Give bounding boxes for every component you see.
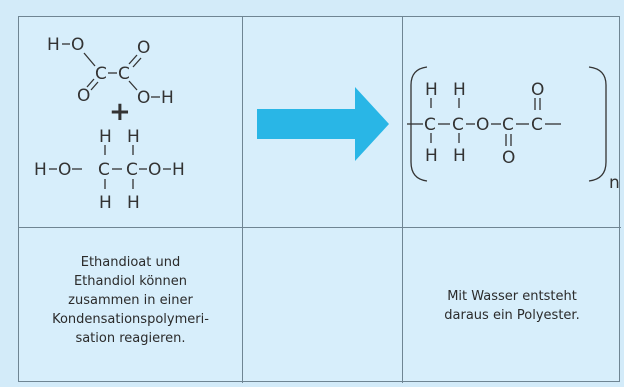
atom-h: H xyxy=(453,80,466,100)
atom-h: H xyxy=(47,35,60,55)
atom-o: O xyxy=(531,80,544,100)
bond-double xyxy=(86,78,95,88)
arrow-cell xyxy=(243,17,403,228)
caption-product: Mit Wasser entsteht daraus ein Polyester… xyxy=(444,288,580,323)
atom-o: O xyxy=(58,160,71,180)
atom-o: O xyxy=(502,148,515,168)
bond xyxy=(128,80,138,91)
atom-h: H xyxy=(425,80,438,100)
atom-h: H xyxy=(127,127,140,147)
atom-o: O xyxy=(71,35,84,55)
caption-middle-cell xyxy=(243,228,403,383)
bond xyxy=(83,52,96,67)
bond-double xyxy=(132,57,142,68)
atom-c: C xyxy=(502,115,514,135)
atom-o: O xyxy=(476,115,489,135)
polyester-structure: H H C C O C C H H O xyxy=(407,66,620,193)
bond-double xyxy=(90,81,99,91)
caption-right-cell: Mit Wasser entsteht daraus ein Polyester… xyxy=(403,228,621,383)
atom-h: H xyxy=(127,193,140,213)
atom-c: C xyxy=(531,115,543,135)
repeat-subscript: n xyxy=(609,173,620,193)
caption-reactants: Ethandioat und Ethandiol können zusammen… xyxy=(52,255,209,346)
atom-c: C xyxy=(98,160,110,180)
atom-h: H xyxy=(453,146,466,166)
atom-c: C xyxy=(95,64,107,84)
atom-c: C xyxy=(118,64,130,84)
atom-o: O xyxy=(77,86,90,106)
atom-o: O xyxy=(137,38,150,58)
atom-c: C xyxy=(126,160,138,180)
ethandioat-molecule: H O C O C O O H xyxy=(47,35,174,108)
bond-double xyxy=(128,54,138,65)
atom-o: O xyxy=(137,88,150,108)
bracket-right xyxy=(588,66,607,182)
atom-h: H xyxy=(161,88,174,108)
ethandiol-molecule: H H H O C C O H H xyxy=(34,127,185,213)
atom-h: H xyxy=(99,193,112,213)
atom-h: H xyxy=(99,127,112,147)
atom-c: C xyxy=(424,115,436,135)
plus-sign: + xyxy=(109,97,131,127)
caption-left-cell: Ethandioat und Ethandiol können zusammen… xyxy=(19,228,243,383)
reactants-structure: H O C O C O O H xyxy=(34,35,185,213)
atom-h: H xyxy=(172,160,185,180)
reactants-cell: H O C O C O O H xyxy=(19,17,243,228)
reaction-arrow-svg xyxy=(257,87,389,161)
atom-c: C xyxy=(452,115,464,135)
product-cell: H H C C O C C H H O xyxy=(403,17,621,228)
atom-o: O xyxy=(148,160,161,180)
reaction-arrow xyxy=(257,87,389,161)
atom-h: H xyxy=(425,146,438,166)
reaction-table: H O C O C O O H xyxy=(18,16,621,383)
atom-h: H xyxy=(34,160,47,180)
